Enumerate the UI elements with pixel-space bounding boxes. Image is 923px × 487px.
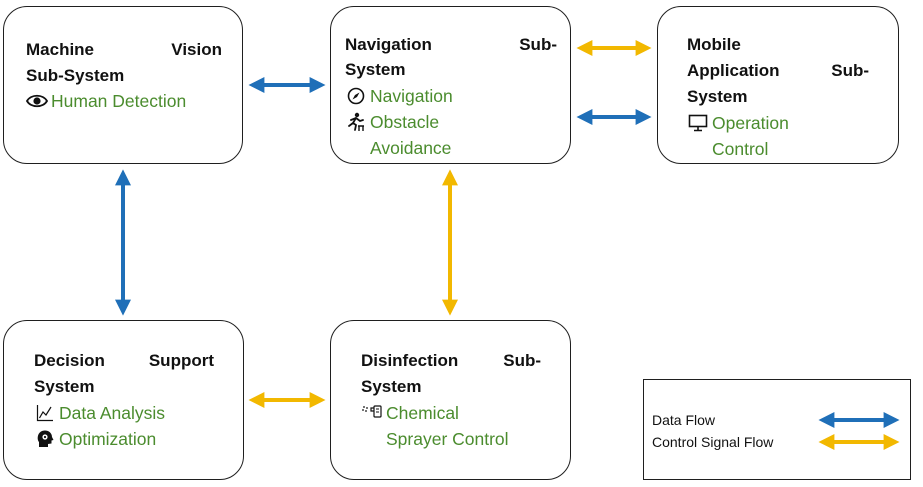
eye-icon (26, 88, 48, 114)
obstacle-avoidance-label-line2: Avoidance (370, 138, 452, 158)
legend-swatches (818, 412, 900, 450)
decision-support-item-data-analysis: Data Analysis (34, 400, 165, 426)
obstacle-avoidance-label: Obstacle Avoidance (370, 109, 451, 161)
machine-vision-box: Machine Vision Sub-System Human Detectio… (3, 6, 243, 164)
mobile-app-box: Mobile Application Sub- System Operation… (657, 6, 899, 164)
operation-control-label-line2: Control (712, 139, 769, 159)
head-gear-icon (34, 426, 56, 452)
obstacle-avoidance-label-line1: Obstacle (370, 112, 440, 132)
human-detection-label: Human Detection (51, 91, 187, 111)
mobile-app-title-line1: Mobile (687, 35, 741, 54)
operation-control-label: Operation Control (712, 110, 789, 162)
disinfection-title-line2: System (361, 377, 422, 396)
spray-bottle-icon (361, 400, 383, 426)
disinfection-item-chemical-sprayer: Chemical Sprayer Control (361, 400, 509, 452)
line-chart-icon (34, 400, 56, 426)
data-analysis-label: Data Analysis (59, 403, 166, 423)
compass-icon (345, 83, 367, 109)
navigation-box: Navigation Sub- System Navigation Obstac… (330, 6, 571, 164)
legend-control-flow-label: Control Signal Flow (652, 434, 774, 450)
decision-support-title-line2: System (34, 377, 95, 396)
mobile-app-title-line2: Application Sub- (687, 61, 869, 80)
mobile-app-item-operation-control: Operation Control (687, 110, 789, 162)
chemical-sprayer-label-line2: Sprayer Control (386, 429, 509, 449)
hurdle-runner-icon (345, 109, 367, 135)
decision-support-title-line1: Decision Support (34, 351, 214, 370)
navigation-title-line1: Navigation Sub- (345, 35, 557, 54)
navigation-label: Navigation (370, 86, 453, 106)
disinfection-box: Disinfection Sub- System Chemical Spraye… (330, 320, 571, 480)
machine-vision-title-line2: Sub-System (26, 66, 125, 85)
disinfection-title-line1: Disinfection Sub- (361, 351, 541, 370)
monitor-icon (687, 110, 709, 136)
operation-control-label-line1: Operation (712, 113, 789, 133)
chemical-sprayer-label-line1: Chemical (386, 403, 459, 423)
decision-support-box: Decision Support System Data Analysis Op… (3, 320, 244, 480)
navigation-item-obstacle-avoidance: Obstacle Avoidance (345, 109, 451, 161)
machine-vision-item-human-detection: Human Detection (26, 88, 186, 114)
legend: Data Flow Control Signal Flow (643, 379, 911, 480)
decision-support-item-optimization: Optimization (34, 426, 156, 452)
mobile-app-title-line3: System (687, 87, 748, 106)
optimization-label: Optimization (59, 429, 157, 449)
navigation-item-navigation: Navigation (345, 83, 453, 109)
machine-vision-title-line1: Machine Vision (26, 40, 222, 59)
navigation-title-line2: System (345, 60, 406, 79)
legend-data-flow-label: Data Flow (652, 412, 716, 428)
chemical-sprayer-label: Chemical Sprayer Control (386, 400, 509, 452)
